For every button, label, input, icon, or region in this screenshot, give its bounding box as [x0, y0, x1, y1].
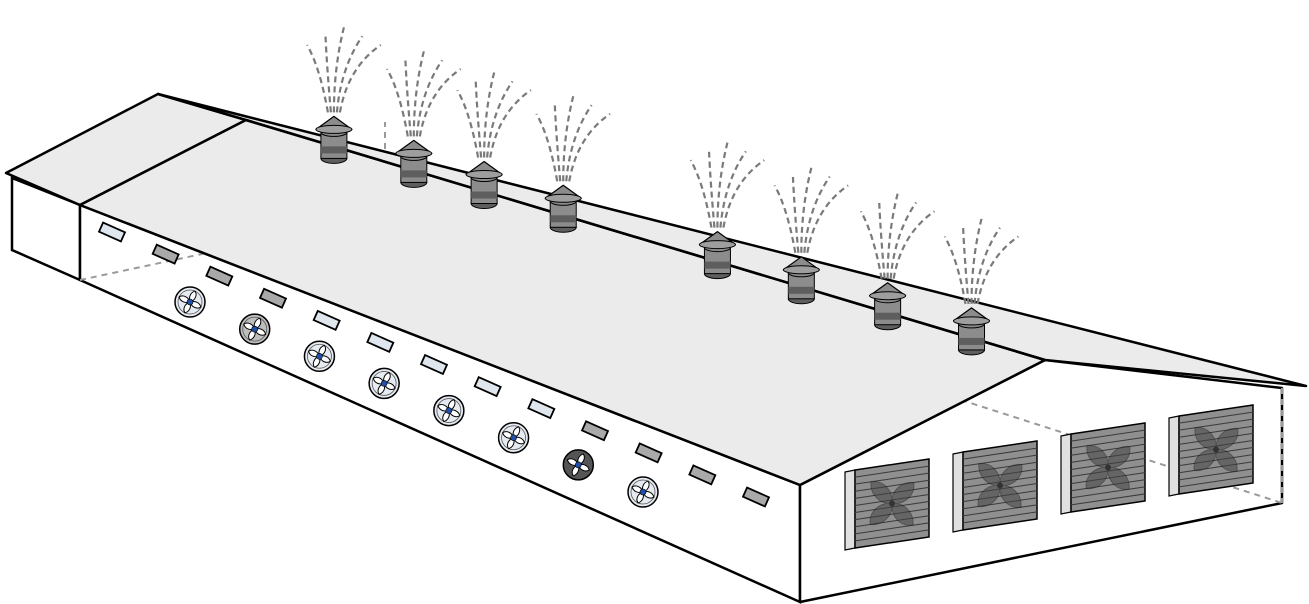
wall-inlet: [97, 221, 127, 243]
airflow-plumes: [306, 27, 1019, 305]
wall-inlet: [419, 353, 449, 376]
wall-inlet: [688, 464, 717, 486]
airflow-plume: [773, 167, 849, 253]
airflow-plume: [535, 96, 611, 182]
airflow-plume: [306, 27, 382, 113]
roof-chimney: [315, 115, 353, 164]
side-inlets: [97, 221, 771, 508]
airflow-plume: [689, 142, 765, 228]
side-exhaust-fan: [627, 476, 659, 508]
roof-chimney: [952, 307, 991, 356]
roof-chimney: [869, 282, 907, 331]
wall-inlet: [312, 309, 341, 331]
roof-chimneys: [315, 115, 991, 356]
roof-chimney: [465, 160, 503, 210]
wall-inlet: [527, 398, 556, 420]
side-exhaust-fan: [433, 394, 465, 427]
roof-chimney: [698, 231, 737, 280]
wall-inlet: [580, 420, 610, 442]
roof-chimney: [544, 184, 582, 233]
side-exhaust-fan: [562, 449, 595, 481]
side-wall-fans: [174, 286, 659, 508]
roof-chimney: [395, 139, 433, 188]
side-exhaust-fan: [368, 367, 400, 400]
side-exhaust-fan: [238, 313, 271, 345]
tunnel-fan: [1060, 422, 1146, 515]
airflow-plume: [386, 51, 462, 137]
side-exhaust-fan: [174, 286, 206, 318]
tunnel-fan: [952, 440, 1038, 533]
wall-inlet: [366, 331, 395, 354]
side-exhaust-fan: [497, 421, 530, 454]
wall-inlet: [151, 243, 180, 265]
roof-chimney: [782, 256, 820, 305]
airflow-plume: [456, 72, 532, 158]
wall-inlet: [473, 375, 502, 398]
tunnel-fan: [844, 458, 930, 551]
side-exhaust-fan: [303, 340, 336, 373]
wall-inlet: [634, 442, 663, 464]
wall-inlet: [205, 265, 234, 287]
wall-inlet: [741, 486, 771, 508]
airflow-plume: [943, 218, 1019, 305]
airflow-plume: [859, 193, 936, 279]
gable-end-fans: [844, 404, 1254, 551]
wall-inlet: [258, 287, 288, 309]
main-roof: [78, 92, 1308, 487]
roof-ridge: [245, 118, 1046, 362]
tunnel-fan: [1168, 404, 1254, 497]
